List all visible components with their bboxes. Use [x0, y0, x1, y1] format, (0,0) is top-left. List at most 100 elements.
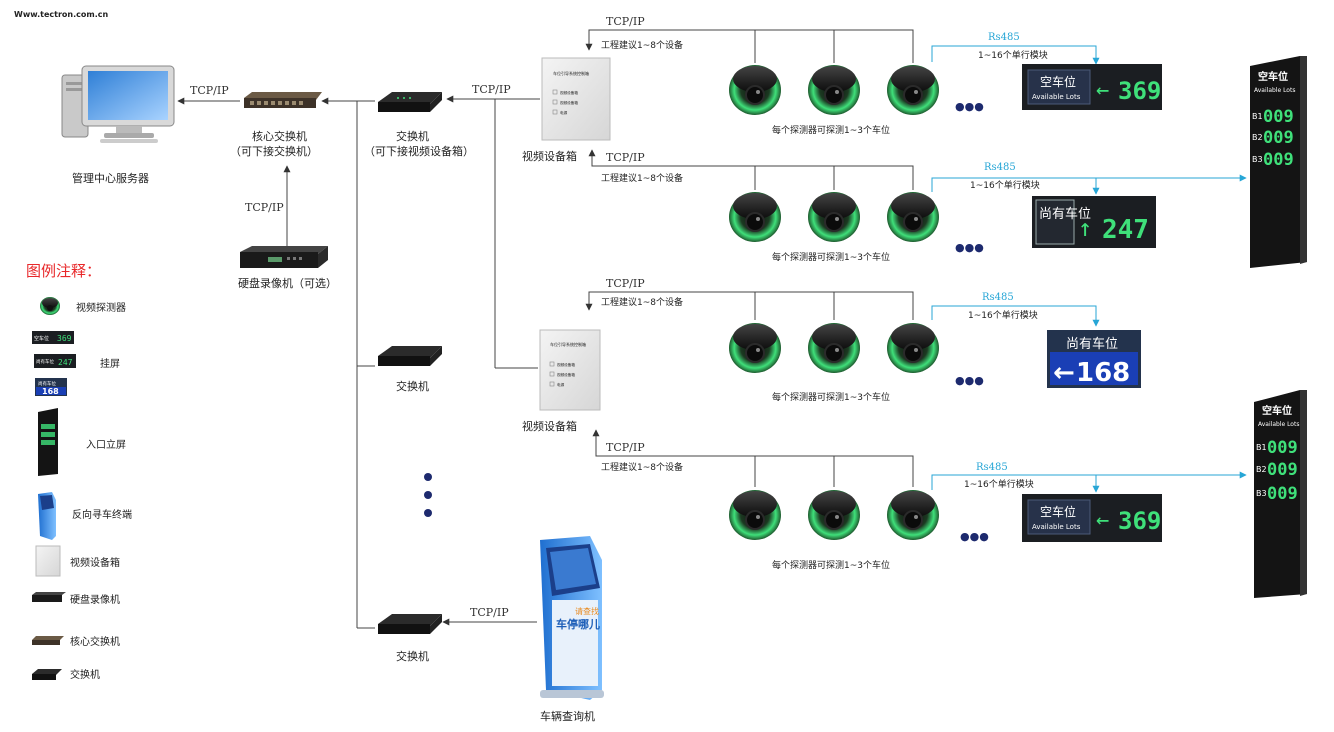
module-note-1: 1~16个单行模块 — [978, 49, 1048, 61]
tcpip-label-nvr: TCP/IP — [245, 201, 284, 214]
detector-cameras — [729, 65, 939, 540]
core-switch-label: 核心交换机 — [252, 129, 307, 143]
svg-text:009: 009 — [1267, 438, 1298, 458]
legend-kiosk-icon — [38, 492, 56, 540]
svg-text:←: ← — [1096, 78, 1109, 103]
svg-text:↑: ↑ — [1078, 214, 1092, 242]
detector-camera-icon — [808, 65, 860, 115]
wall-screen-4: 空车位 Available Lots ← 369 — [1022, 494, 1162, 542]
svg-text:Available Lots: Available Lots — [1032, 93, 1081, 101]
query-kiosk-label: 车辆查询机 — [540, 709, 595, 723]
detector-camera-icon — [729, 192, 781, 242]
watermark: Www.tectron.com.cn — [14, 10, 108, 19]
per-row-note-4: 工程建议1~8个设备 — [601, 461, 683, 473]
svg-text:B3: B3 — [1256, 489, 1267, 498]
svg-text:B2: B2 — [1256, 465, 1267, 474]
detector-camera-icon — [887, 490, 939, 540]
legend-detector-icon — [40, 297, 60, 315]
more-switches-dots — [424, 473, 432, 517]
svg-text:009: 009 — [1263, 107, 1294, 127]
legend-entry-screen-icon — [38, 408, 58, 476]
svg-text:车位引导系统控制箱: 车位引导系统控制箱 — [553, 70, 589, 76]
video-box-2-label: 视频设备箱 — [522, 419, 577, 433]
legend-nvr-label: 硬盘录像机 — [70, 593, 120, 606]
detector-camera-icon — [887, 192, 939, 242]
svg-text:视频设备箱: 视频设备箱 — [560, 90, 578, 95]
svg-text:尚有车位: 尚有车位 — [36, 358, 54, 365]
more-detectors-dots-4: ●●● — [960, 530, 989, 543]
svg-text:168: 168 — [42, 387, 59, 396]
svg-text:247: 247 — [1102, 215, 1149, 245]
svg-text:Available Lots: Available Lots — [1032, 523, 1081, 531]
svg-text:车停哪儿: 车停哪儿 — [556, 617, 600, 631]
entry-totem-2: 空车位 Available Lots B1 009 B2 009 B3 009 — [1254, 390, 1307, 598]
tcpip-label-row2: TCP/IP — [606, 151, 645, 164]
legend-kiosk-label: 反向寻车终端 — [72, 508, 132, 521]
main-switch-note: （可下接视频设备箱） — [364, 144, 474, 158]
svg-text:168: 168 — [1076, 358, 1130, 388]
video-box-1-icon: 车位引导系统控制箱 视频设备箱 视频设备箱 电源 — [541, 57, 611, 141]
svg-text:空车位: 空车位 — [1258, 70, 1288, 83]
svg-text:视频设备箱: 视频设备箱 — [557, 372, 575, 377]
svg-text:369: 369 — [1118, 507, 1161, 535]
detector-camera-icon — [887, 65, 939, 115]
legend-switch-label: 交换机 — [70, 668, 100, 681]
per-detector-note-1: 每个探测器可探测1~3个车位 — [772, 124, 890, 136]
connection-lines — [177, 29, 914, 629]
switch-2-icon — [378, 346, 442, 366]
svg-text:009: 009 — [1263, 128, 1294, 148]
legend-nvr-icon — [32, 592, 66, 602]
legend-video-box-icon — [35, 545, 61, 577]
rs485-label-1: Rs485 — [988, 32, 1020, 43]
per-detector-note-4: 每个探测器可探测1~3个车位 — [772, 559, 890, 571]
tcpip-label-row1: TCP/IP — [606, 15, 645, 28]
svg-text:车位引导系统控制箱: 车位引导系统控制箱 — [550, 341, 586, 347]
per-row-note-1: 工程建议1~8个设备 — [601, 39, 683, 51]
more-detectors-dots-3: ●●● — [955, 374, 984, 387]
legend-title: 图例注释： — [26, 262, 101, 280]
svg-text:369: 369 — [57, 334, 72, 343]
detector-camera-icon — [729, 490, 781, 540]
svg-text:尚有车位: 尚有车位 — [1066, 336, 1118, 352]
module-note-3: 1~16个单行模块 — [968, 309, 1038, 321]
core-switch-note: （可下接交换机） — [230, 144, 318, 158]
svg-text:Available Lots: Available Lots — [1254, 87, 1295, 94]
legend-core-switch-icon — [32, 636, 64, 645]
detector-camera-icon — [808, 323, 860, 373]
svg-text:请查找: 请查找 — [575, 606, 599, 616]
module-note-4: 1~16个单行模块 — [964, 478, 1034, 490]
svg-text:247: 247 — [58, 358, 73, 367]
svg-text:电源: 电源 — [557, 382, 565, 387]
legend-wall-screen-icons: 空车位 369 尚有车位 247 尚有车位 168 — [32, 331, 76, 396]
svg-text:B3: B3 — [1252, 155, 1263, 164]
svg-text:←: ← — [1096, 508, 1109, 533]
svg-text:尚有车位: 尚有车位 — [1039, 206, 1091, 222]
svg-text:009: 009 — [1267, 460, 1298, 480]
vehicle-query-kiosk: 车停哪儿 请查找 — [540, 536, 604, 700]
legend: 图例注释： 视频探测器 空车位 369 尚有车位 247 尚有车位 168 挂屏 — [26, 262, 132, 681]
detector-camera-icon — [887, 323, 939, 373]
rs485-label-2: Rs485 — [984, 162, 1016, 173]
svg-text:Available Lots: Available Lots — [1258, 421, 1299, 428]
svg-text:视频设备箱: 视频设备箱 — [560, 100, 578, 105]
more-detectors-dots-2: ●●● — [955, 241, 984, 254]
rs485-links — [931, 45, 1247, 493]
video-box-1-label: 视频设备箱 — [522, 149, 577, 163]
tcpip-label-row3: TCP/IP — [606, 277, 645, 290]
svg-text:电源: 电源 — [560, 110, 568, 115]
module-note-2: 1~16个单行模块 — [970, 179, 1040, 191]
server-icon — [61, 65, 175, 143]
legend-switch-icon — [32, 669, 62, 680]
per-row-note-2: 工程建议1~8个设备 — [601, 172, 683, 184]
svg-text:009: 009 — [1267, 484, 1298, 504]
tcpip-label-server: TCP/IP — [190, 84, 229, 97]
svg-text:空车位: 空车位 — [34, 335, 49, 342]
svg-text:B1: B1 — [1256, 443, 1267, 452]
svg-text:B2: B2 — [1252, 133, 1263, 142]
detector-camera-icon — [808, 490, 860, 540]
svg-text:空车位: 空车位 — [1040, 504, 1076, 519]
per-detector-note-3: 每个探测器可探测1~3个车位 — [772, 391, 890, 403]
wall-screen-1: 空车位 Available Lots ← 369 — [1022, 64, 1162, 110]
nvr-label: 硬盘录像机（可选） — [238, 276, 337, 290]
per-detector-note-2: 每个探测器可探测1~3个车位 — [772, 251, 890, 263]
